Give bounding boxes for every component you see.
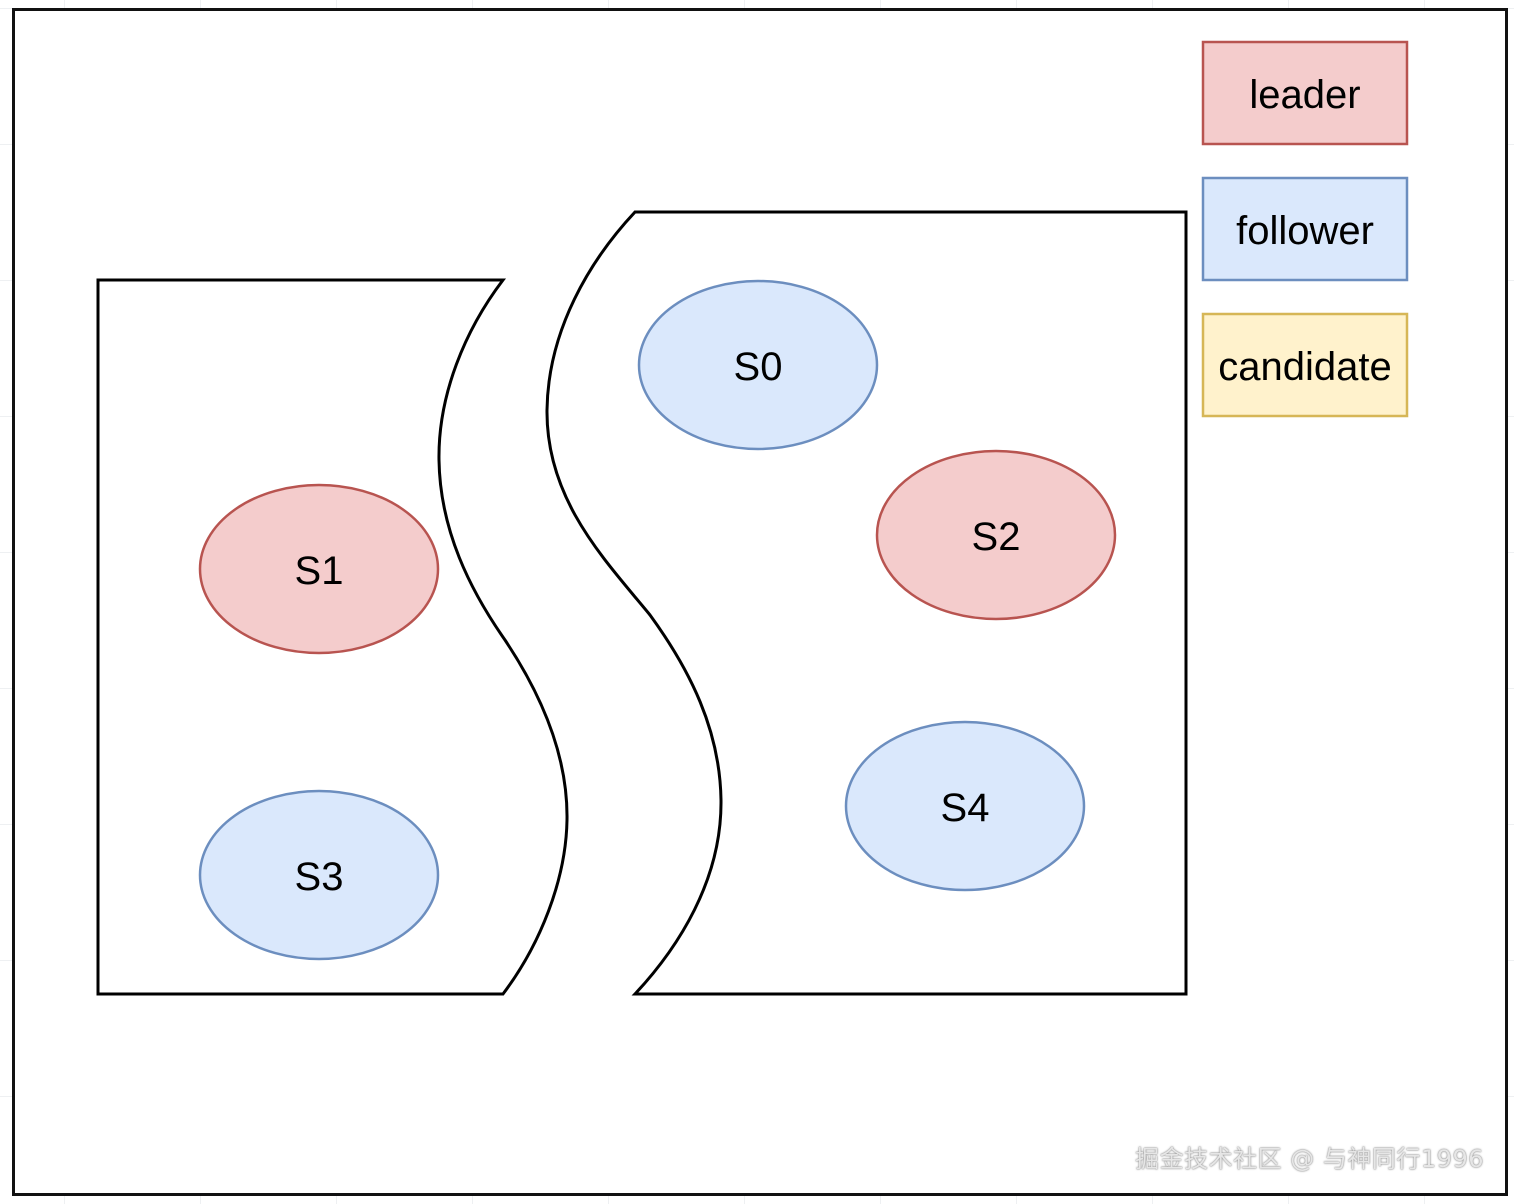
- node-label-s4: S4: [941, 786, 990, 830]
- legend-item-leader: leader: [1201, 40, 1409, 146]
- node-label-s0: S0: [734, 345, 783, 389]
- node-s0: S0: [637, 279, 879, 451]
- node-label-s2: S2: [972, 515, 1021, 559]
- legend: leader follower candidate: [1201, 40, 1409, 418]
- node-s3: S3: [198, 789, 440, 961]
- node-label-s1: S1: [295, 549, 344, 593]
- legend-label-follower: follower: [1236, 209, 1374, 253]
- node-label-s3: S3: [295, 855, 344, 899]
- legend-label-candidate: candidate: [1218, 345, 1391, 389]
- legend-item-candidate: candidate: [1201, 312, 1409, 418]
- watermark-text: 掘金技术社区 @ 与神同行1996: [1135, 1145, 1484, 1173]
- legend-item-follower: follower: [1201, 176, 1409, 282]
- legend-label-leader: leader: [1249, 73, 1360, 117]
- node-s1: S1: [198, 483, 440, 655]
- node-s4: S4: [844, 720, 1086, 892]
- node-s2: S2: [875, 449, 1117, 621]
